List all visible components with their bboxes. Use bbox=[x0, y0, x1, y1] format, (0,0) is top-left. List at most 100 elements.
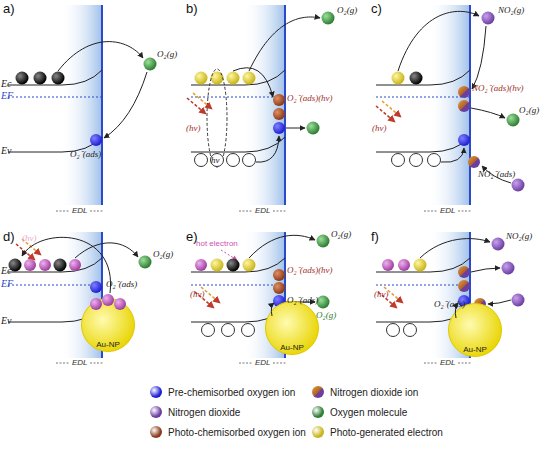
panel-c-part bbox=[472, 26, 486, 89]
panel-c-part bbox=[471, 108, 505, 118]
energy-level: Ev bbox=[1, 146, 12, 156]
panel-f-part bbox=[382, 259, 394, 271]
species-label: NO₂(g) bbox=[506, 232, 532, 241]
panel-c-part bbox=[424, 5, 472, 211]
species-label: NO₂(g) bbox=[498, 6, 524, 15]
panel-a-part bbox=[90, 134, 102, 146]
au-nanoparticle: Au-NP bbox=[448, 303, 502, 357]
legend-text: Nitrogen dioxide bbox=[168, 407, 240, 418]
panel-b-part bbox=[191, 70, 285, 152]
panel-e-part bbox=[227, 259, 240, 272]
panel-d-part bbox=[75, 243, 138, 258]
panel-c-part bbox=[482, 12, 495, 25]
node-label: Au-NP bbox=[448, 345, 502, 354]
panel-f-part bbox=[502, 262, 515, 275]
panel-letter: f) bbox=[371, 230, 379, 243]
legend-item: Nitrogen dioxide ion bbox=[312, 386, 418, 398]
panel-c-part bbox=[376, 70, 470, 152]
panel-c-part bbox=[458, 134, 470, 146]
panel-c-part bbox=[468, 156, 480, 168]
panel-f-part bbox=[512, 294, 525, 307]
legend-item: Photo-generated electron bbox=[312, 426, 443, 438]
panel-b-part bbox=[273, 94, 285, 106]
photon-label: (hν) bbox=[190, 290, 205, 299]
panel-c-part bbox=[507, 114, 520, 127]
panel-letter: d) bbox=[3, 230, 15, 243]
legend-swatch bbox=[150, 386, 162, 398]
panel-d bbox=[8, 232, 152, 363]
panel-a-part bbox=[104, 72, 147, 138]
energy-level: Ec bbox=[1, 79, 12, 89]
panel-f-part bbox=[398, 259, 410, 271]
panel-c-part bbox=[441, 148, 464, 162]
panel-f-part bbox=[471, 268, 500, 272]
panel-c-part bbox=[512, 179, 525, 192]
panel-d-part bbox=[69, 259, 81, 271]
photon-label: (hν) bbox=[372, 124, 387, 133]
panel-b-part bbox=[195, 154, 208, 167]
panel-a-part bbox=[16, 72, 29, 85]
panel-f bbox=[376, 232, 525, 363]
legend-item: Pre-chemisorbed oxygen ion bbox=[150, 386, 295, 398]
au-nanoparticle-circle bbox=[449, 304, 502, 357]
au-nanoparticle: Au-NP bbox=[81, 298, 135, 352]
panel-c-part bbox=[410, 72, 423, 85]
panel-f-part bbox=[458, 280, 470, 292]
node-label: Au-NP bbox=[265, 343, 319, 352]
panel-c-part bbox=[410, 154, 423, 167]
panel-c-part bbox=[392, 72, 405, 85]
edl-label: EDL bbox=[255, 359, 271, 367]
edl-label: EDL bbox=[72, 359, 88, 367]
panel-e-part bbox=[249, 235, 315, 258]
photon-label: hν bbox=[211, 156, 220, 165]
panel-d-part bbox=[90, 281, 102, 293]
legend-item: Nitrogen dioxide bbox=[150, 406, 240, 418]
legend-swatch bbox=[150, 426, 162, 438]
species-label: O₂⁻(ads)(hν) bbox=[287, 94, 333, 103]
legend-text: Pre-chemisorbed oxygen ion bbox=[168, 387, 295, 398]
panel-c-part bbox=[428, 154, 441, 167]
panel-b-part bbox=[243, 72, 256, 85]
panel-c-part bbox=[458, 100, 470, 112]
panel-letter: e) bbox=[186, 230, 198, 243]
panel-f-part bbox=[387, 324, 400, 337]
panel-b-part bbox=[207, 69, 227, 167]
panel-e-part bbox=[317, 296, 330, 309]
panel-d-part bbox=[54, 259, 67, 272]
panel-e-part bbox=[195, 259, 207, 271]
panel-b-part bbox=[227, 154, 240, 167]
energy-level: Ec bbox=[1, 266, 12, 276]
panel-b-part bbox=[195, 72, 208, 85]
panel-b-part bbox=[273, 122, 285, 134]
legend-swatch bbox=[312, 426, 324, 438]
panel-b bbox=[187, 5, 335, 211]
au-nanoparticle-circle bbox=[266, 302, 319, 355]
panel-e-part bbox=[317, 235, 330, 248]
photon-label: (hν) bbox=[186, 124, 201, 133]
panel-f-part bbox=[492, 238, 505, 251]
panel-a-part bbox=[8, 70, 102, 152]
species-label: O₂(g) bbox=[519, 106, 539, 115]
panel-d-part bbox=[24, 259, 36, 271]
species-label: O₂⁻(ads) bbox=[106, 280, 137, 289]
panel-e-part bbox=[222, 324, 235, 337]
legend-item: Oxygen molecule bbox=[312, 406, 407, 418]
panel-f-part bbox=[458, 266, 470, 278]
panel-b-part bbox=[243, 154, 256, 167]
panel-letter: b) bbox=[186, 2, 198, 15]
edl-label: EDL bbox=[440, 207, 456, 215]
panel-d-part bbox=[39, 259, 51, 271]
edl-label: EDL bbox=[255, 207, 271, 215]
photon-label: (hν) bbox=[22, 234, 37, 243]
species-label: O₂(g) bbox=[337, 6, 357, 15]
overlay-arrows-part bbox=[271, 303, 274, 316]
energy-level: EF bbox=[1, 279, 13, 289]
panel-letter: a) bbox=[3, 2, 15, 15]
panel-b-part bbox=[211, 154, 224, 167]
panel-e-part bbox=[211, 259, 224, 272]
legend-item: Photo-chemisorbed oxygen ion bbox=[150, 426, 306, 438]
panel-c bbox=[376, 5, 525, 211]
legend-text: Photo-generated electron bbox=[330, 427, 443, 438]
species-label: O₂⁻(ads) bbox=[70, 150, 101, 159]
panel-f-part bbox=[488, 300, 511, 304]
